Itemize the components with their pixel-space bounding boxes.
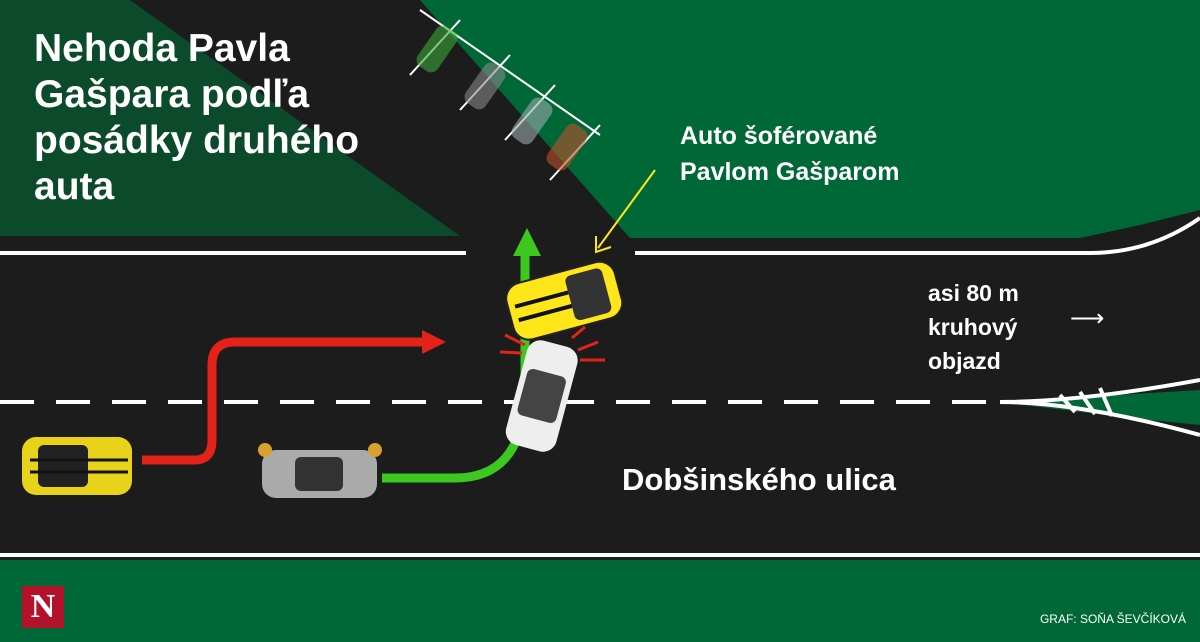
grass-top-left <box>0 0 460 236</box>
car-label-text: Auto šoférované Pavlom Gašparom <box>680 122 900 186</box>
arrow-right-icon: ⟶ <box>1070 305 1105 332</box>
gaspar-yellow-car <box>505 260 624 341</box>
traffic-island <box>1000 390 1200 425</box>
logo: N <box>22 586 64 628</box>
street-name: Dobšinského ulica <box>622 462 896 497</box>
roundabout-line: asi 80 m <box>928 280 1019 306</box>
grey-car <box>258 443 382 498</box>
impact-marks <box>499 325 605 362</box>
yellow-car-left <box>22 437 132 495</box>
white-car <box>505 340 578 452</box>
page-title: Nehoda Pavla Gašpara podľa posádky druhé… <box>34 27 360 208</box>
roundabout-label: asi 80 m kruhový objazd <box>928 276 1019 378</box>
roundabout-line: kruhový <box>928 314 1018 340</box>
green-arrowhead <box>513 228 541 256</box>
grass-bottom <box>0 560 1200 642</box>
roundabout-line: objazd <box>928 348 1001 374</box>
red-path <box>142 337 425 465</box>
credit: GRAF: SOŇA ŠEVČÍKOVÁ <box>1039 612 1186 626</box>
car-label: Auto šoférované Pavlom Gašparom <box>680 118 950 190</box>
label-pointer <box>597 169 656 249</box>
grass-top-right <box>420 0 1200 238</box>
parked-cars <box>416 25 588 171</box>
red-arrowhead <box>422 330 446 354</box>
